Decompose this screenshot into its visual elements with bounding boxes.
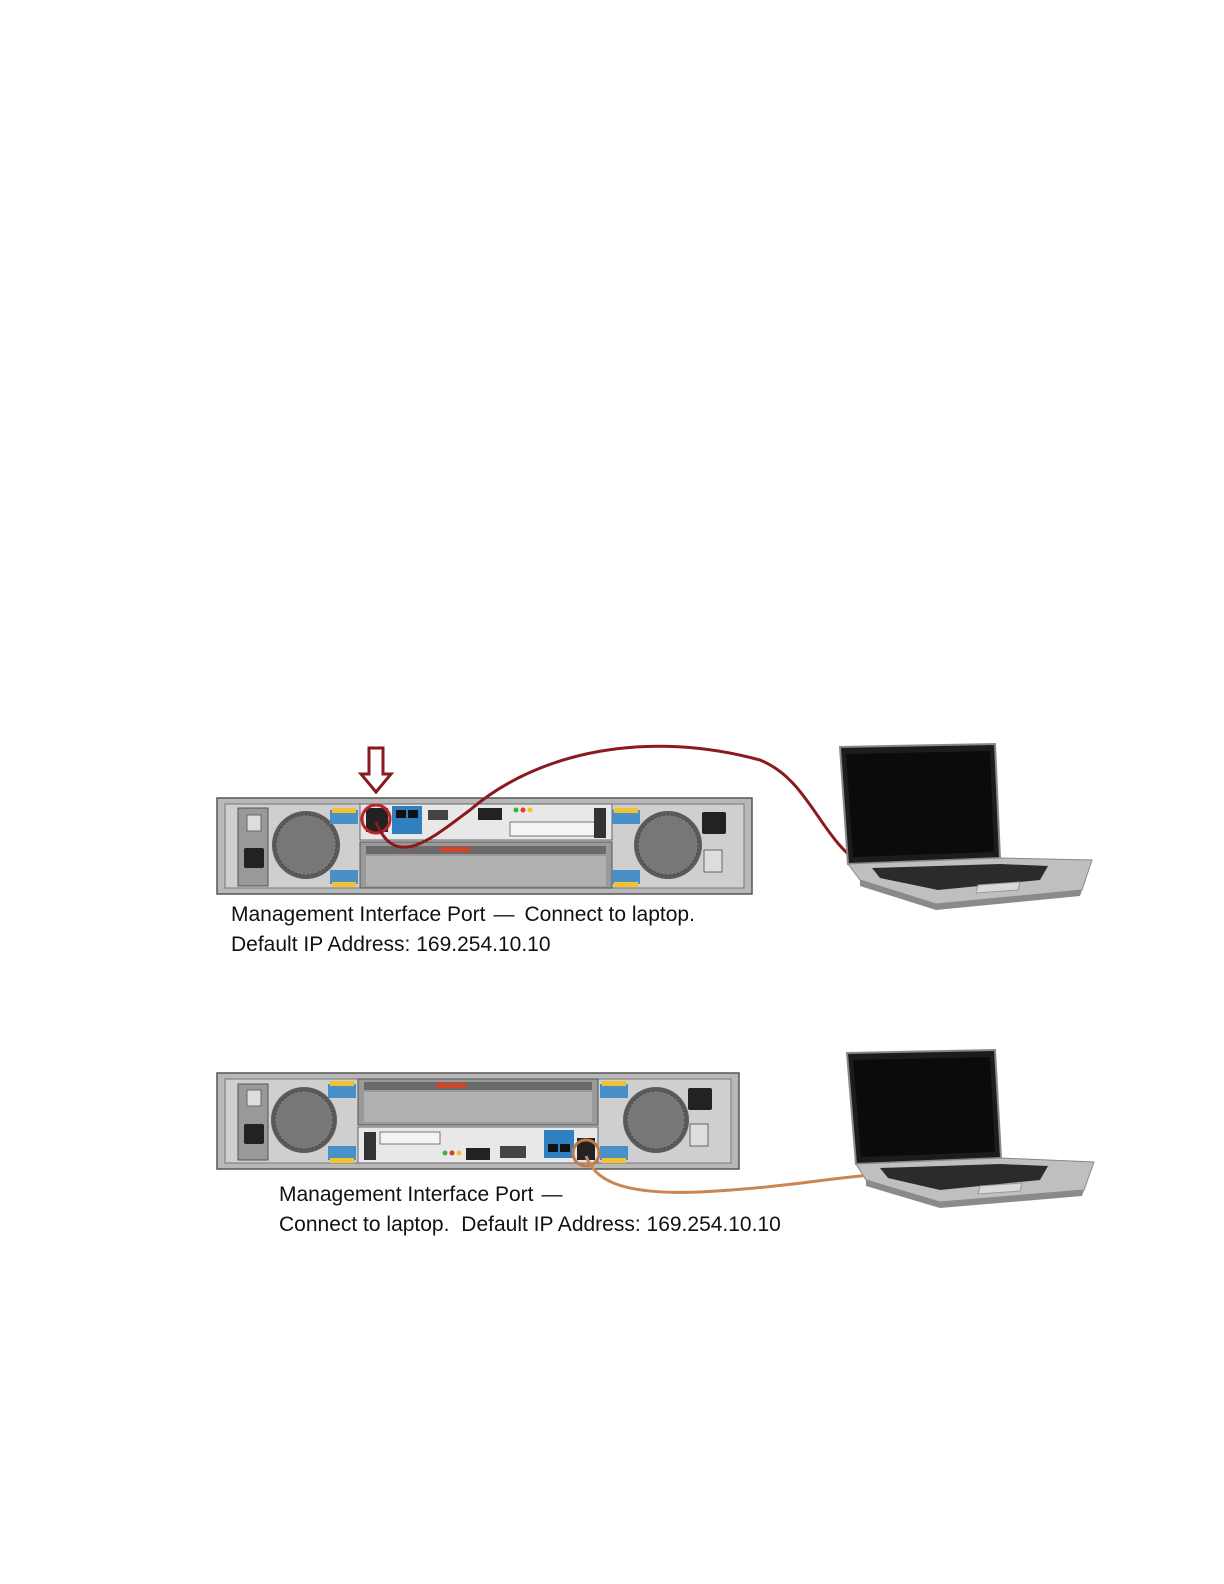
- caption-ip-address: Default IP Address: 169.254.10.10: [231, 930, 695, 960]
- caption-line-2: Connect to laptop. Default IP Address: 1…: [279, 1210, 781, 1240]
- caption-line-1: Management Interface Port — Connect to lap…: [231, 900, 695, 930]
- figure-controller-bottom: Management Interface Port — Connect to la…: [0, 1040, 1224, 1250]
- laptop: [840, 744, 1092, 910]
- laptop: [847, 1050, 1094, 1208]
- caption-port-label: Management Interface Port: [231, 903, 485, 926]
- controller-module-top: [360, 804, 612, 840]
- caption-dash: —: [493, 900, 514, 930]
- storage-chassis: [217, 798, 752, 894]
- caption-connect-label: Connect to laptop.: [279, 1213, 449, 1236]
- caption-port-label: Management Interface Port: [279, 1183, 533, 1206]
- storage-chassis: [217, 1073, 739, 1169]
- caption-1: Management Interface Port — Connect to lap…: [231, 900, 695, 960]
- down-arrow-icon: [361, 748, 391, 792]
- caption-connect-label: Connect to laptop.: [524, 903, 694, 926]
- caption-2: Management Interface Port — Connect to la…: [279, 1180, 781, 1240]
- caption-line-1: Management Interface Port —: [279, 1180, 781, 1210]
- controller-module-blank: [358, 1079, 598, 1125]
- controller-module-bottom: [358, 1127, 598, 1163]
- controller-module-blank: [360, 842, 612, 888]
- caption-ip-address: Default IP Address: 169.254.10.10: [461, 1213, 781, 1236]
- figure-controller-top: Management Interface Port — Connect to lap…: [0, 730, 1224, 970]
- caption-dash: —: [541, 1180, 562, 1210]
